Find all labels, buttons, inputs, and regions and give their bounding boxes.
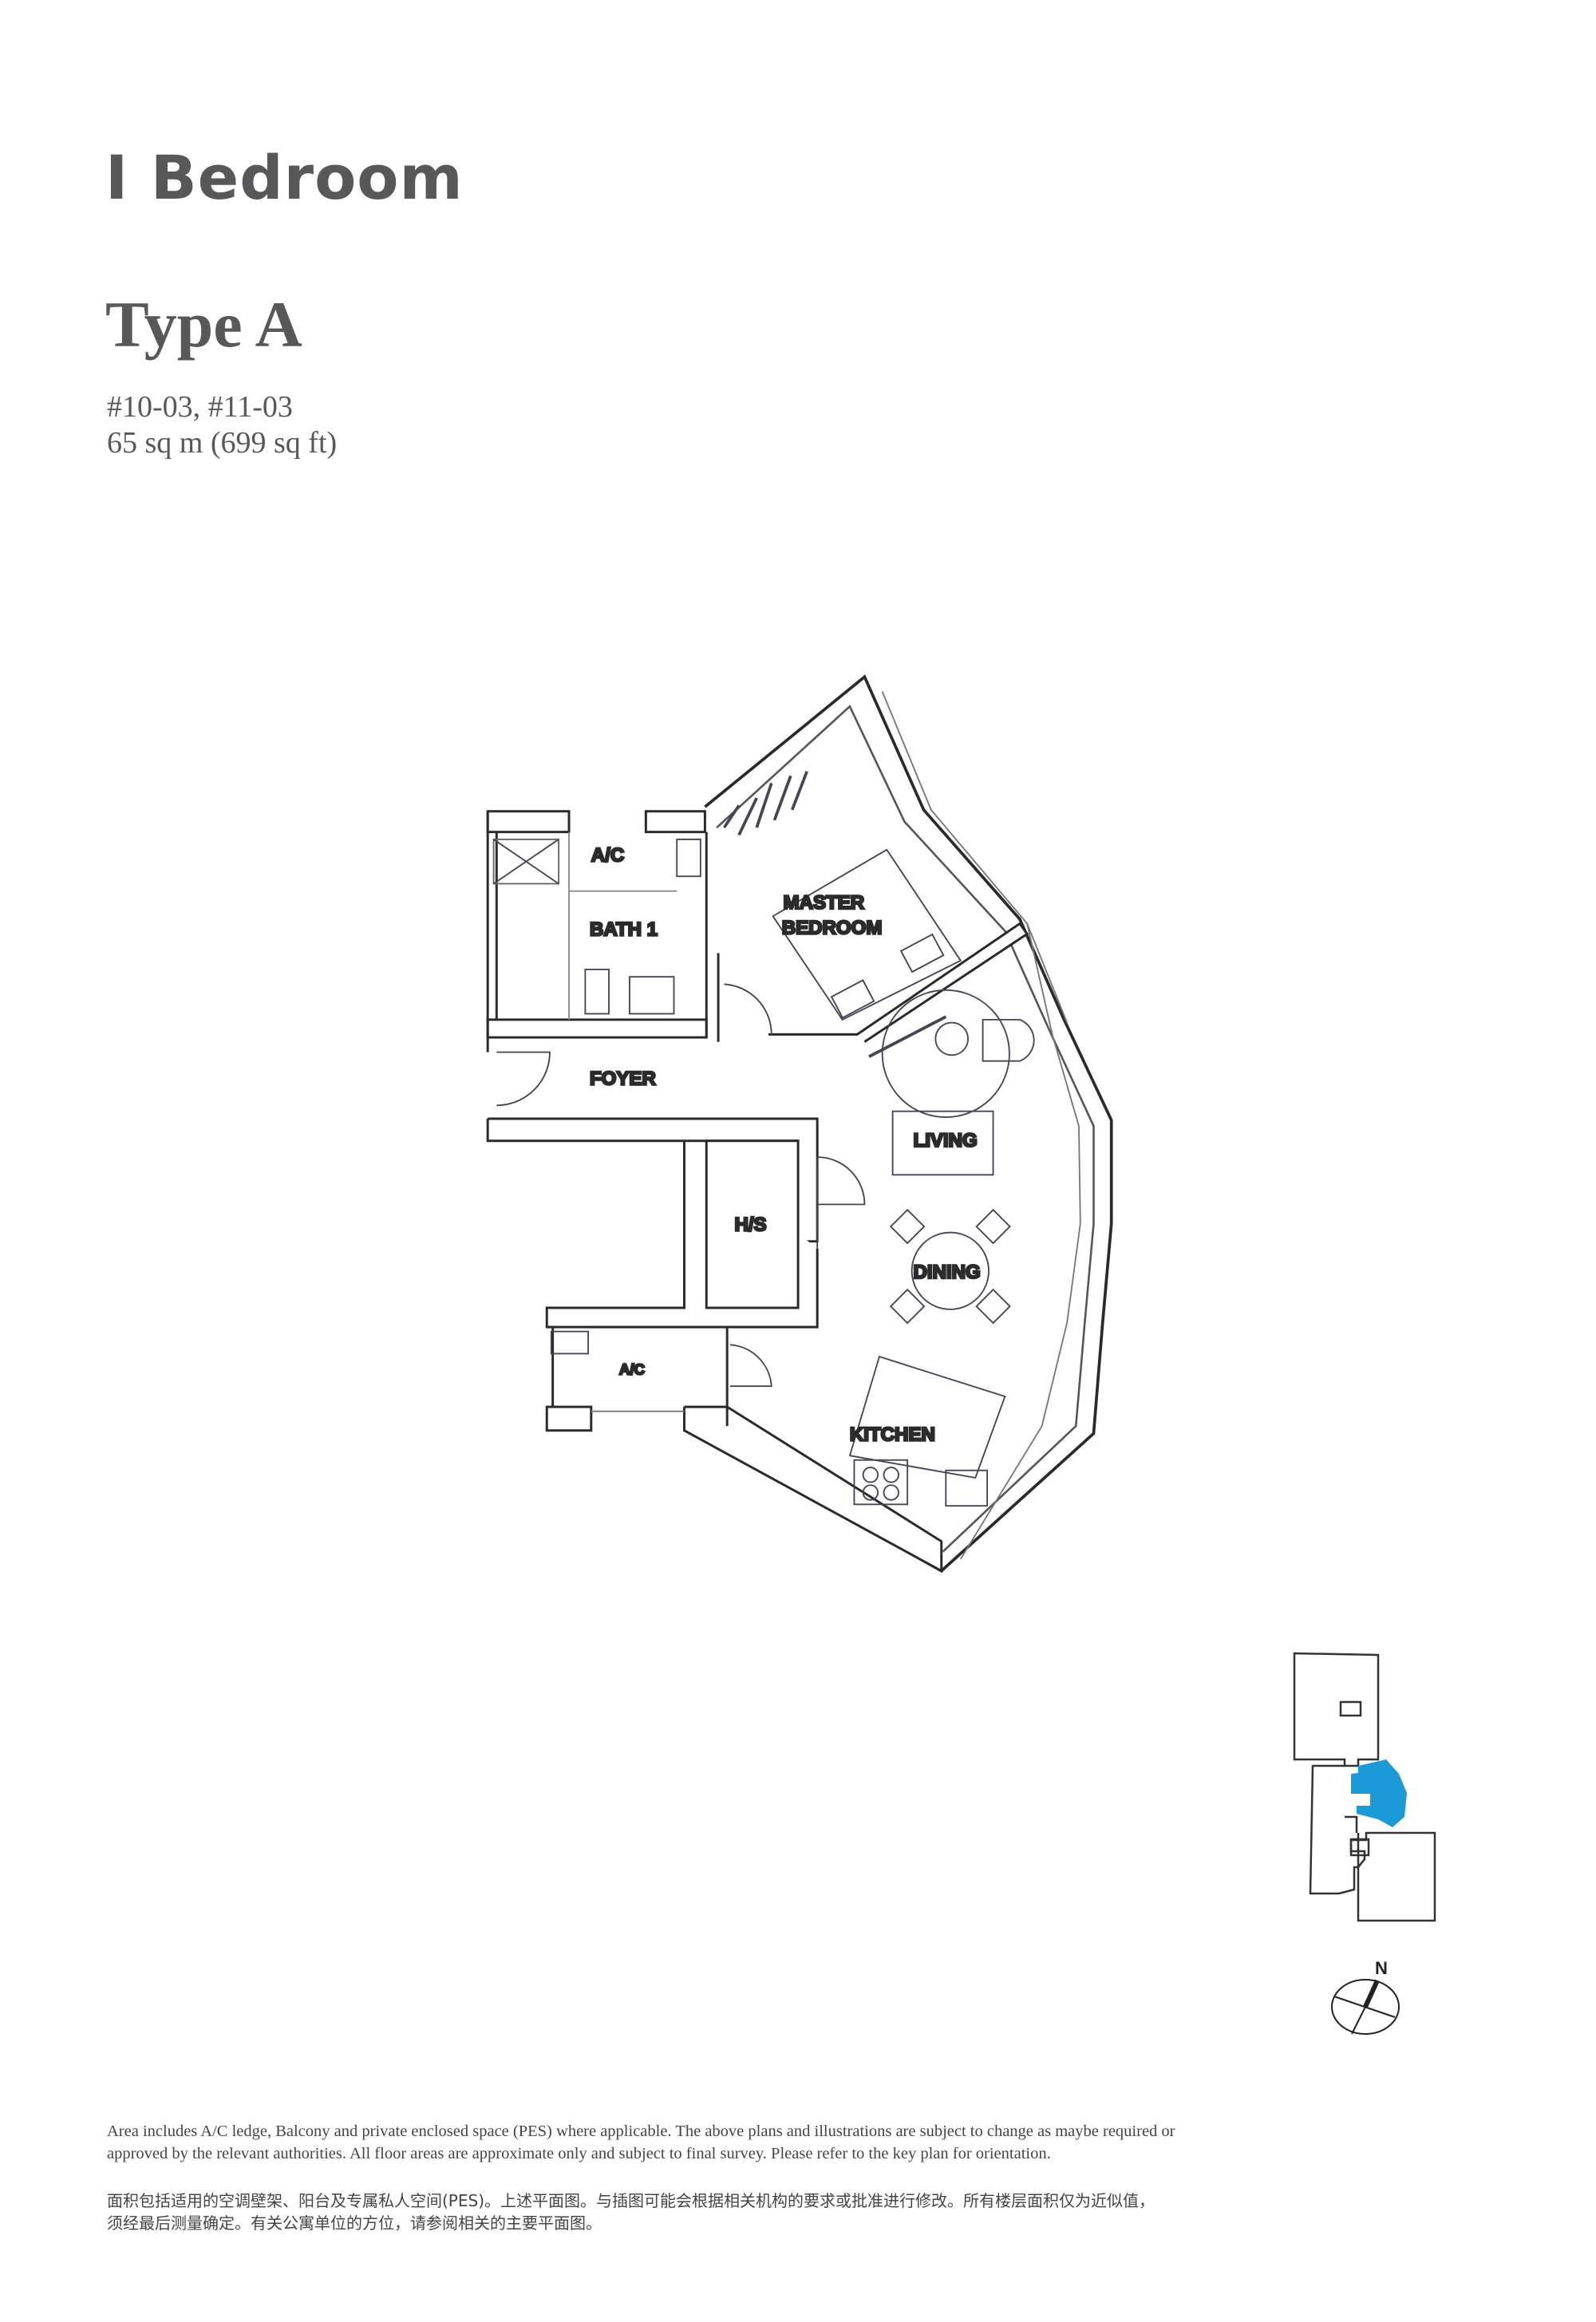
label-kitchen: KITCHEN	[850, 1424, 935, 1446]
compass-north-label: N	[1375, 1958, 1388, 1978]
interior-walls	[486, 810, 1029, 1574]
unit-area: 65 sq m (699 sq ft)	[107, 426, 338, 460]
label-hs: H/S	[734, 1214, 766, 1236]
sofa	[891, 1110, 994, 1176]
label-master-bedroom-1: MASTER	[784, 892, 865, 914]
label-living: LIVING	[914, 1130, 978, 1151]
label-ac-top: A/C	[591, 845, 624, 867]
furniture	[492, 771, 1035, 1507]
disclaimer-en-line2: approved by the relevant authorities. Al…	[107, 2145, 1051, 2162]
compass-icon: N	[1331, 1958, 1400, 2035]
unit-type-heading: Type A	[105, 288, 302, 361]
bed	[772, 848, 962, 1021]
disclaimer-cn-line2: 须经最后测量确定。有关公寓单位的方位，请参阅相关的主要平面图。	[107, 2213, 602, 2233]
label-master-bedroom-2: BEDROOM	[782, 917, 883, 938]
label-ac-bottom: A/C	[619, 1360, 645, 1377]
label-foyer: FOYER	[590, 1068, 656, 1089]
label-dining: DINING	[914, 1262, 981, 1283]
dining-table	[911, 1231, 990, 1310]
page-title: I Bedroom	[105, 142, 464, 213]
living-rug	[881, 989, 1010, 1119]
key-plan-unit-highlight	[1351, 1759, 1407, 1827]
disclaimer-cn-line1: 面积包括适用的空调壁架、阳台及专属私人空间(PES)。上述平面图。与插图可能会根…	[107, 2191, 1155, 2210]
doors	[496, 983, 866, 1388]
hob	[853, 1459, 909, 1506]
disclaimer-en-line1: Area includes A/C ledge, Balcony and pri…	[107, 2123, 1175, 2140]
unit-numbers: #10-03, #11-03	[107, 390, 293, 424]
room-labels: A/C BATH 1 MASTER BEDROOM FOYER LIVING H…	[589, 843, 982, 1447]
kitchen-counter	[848, 1355, 1006, 1479]
key-plan	[1293, 1652, 1436, 1922]
label-bath: BATH 1	[590, 918, 658, 940]
